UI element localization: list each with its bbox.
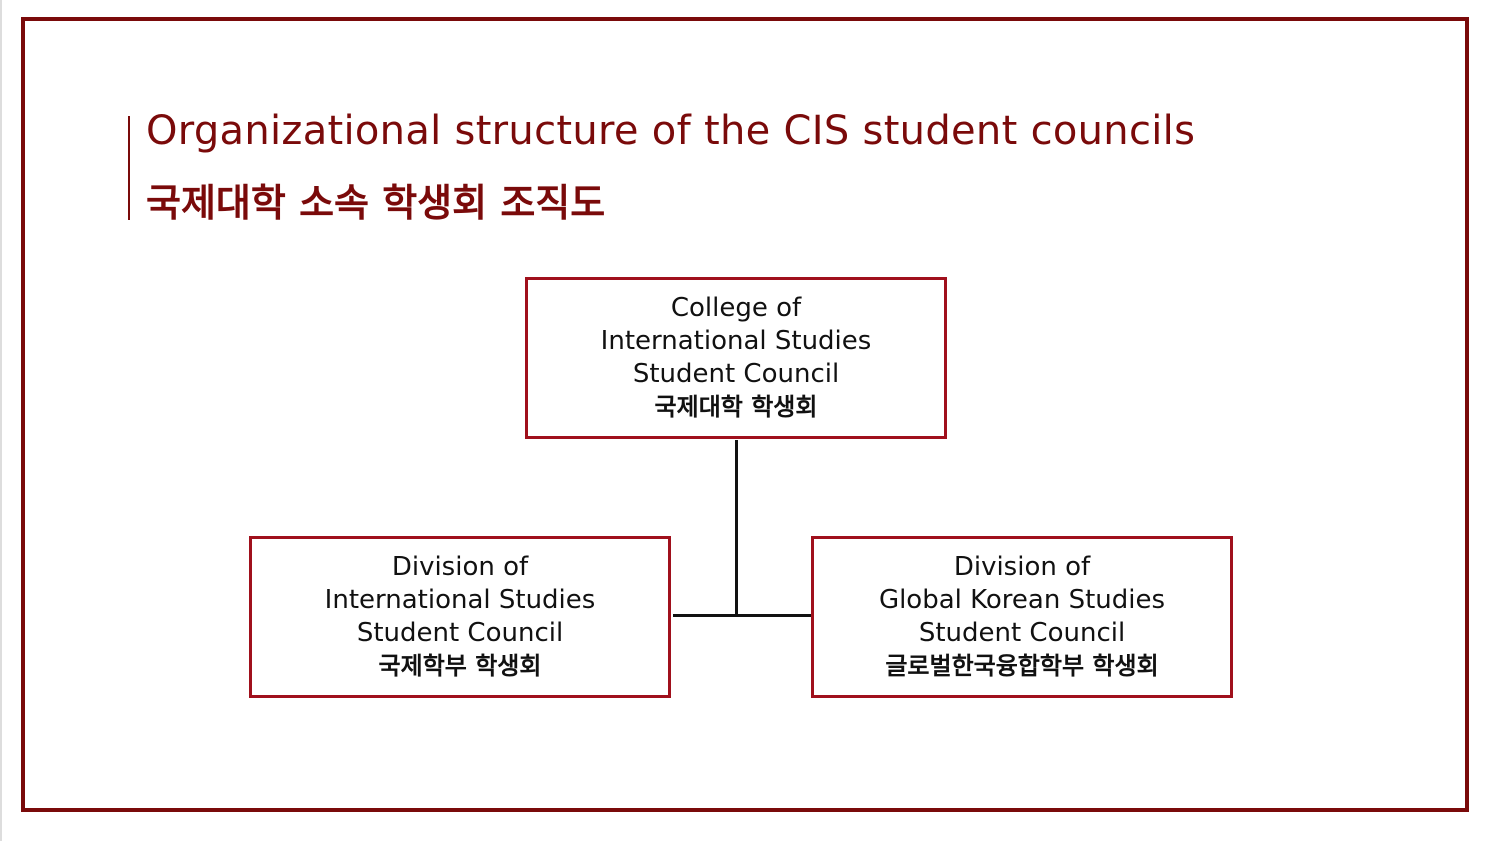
connector-horizontal: [673, 614, 812, 617]
node-line: College of: [670, 293, 802, 323]
node-line: Student Council: [918, 618, 1126, 648]
node-division-is-council: Division of International Studies Studen…: [249, 536, 671, 698]
title-korean: 국제대학 소속 학생회 조직도: [146, 181, 606, 225]
node-line: Student Council: [356, 618, 564, 648]
node-line: Student Council: [632, 359, 840, 389]
title-accent-bar: [128, 116, 130, 220]
node-line: International Studies: [324, 585, 596, 615]
node-korean: 국제대학 학생회: [654, 393, 818, 421]
node-college-council: College of International Studies Student…: [525, 277, 947, 439]
page-edge: [0, 0, 2, 841]
node-korean: 국제학부 학생회: [378, 652, 542, 680]
title-english: Organizational structure of the CIS stud…: [146, 108, 1196, 154]
node-line: Global Korean Studies: [878, 585, 1166, 615]
node-line: Division of: [391, 552, 529, 582]
node-line: Division of: [953, 552, 1091, 582]
slide-frame: [21, 17, 1469, 812]
node-line: International Studies: [600, 326, 872, 356]
node-korean: 글로벌한국융합학부 학생회: [885, 652, 1159, 680]
connector-vertical: [735, 440, 738, 617]
node-division-gks-council: Division of Global Korean Studies Studen…: [811, 536, 1233, 698]
